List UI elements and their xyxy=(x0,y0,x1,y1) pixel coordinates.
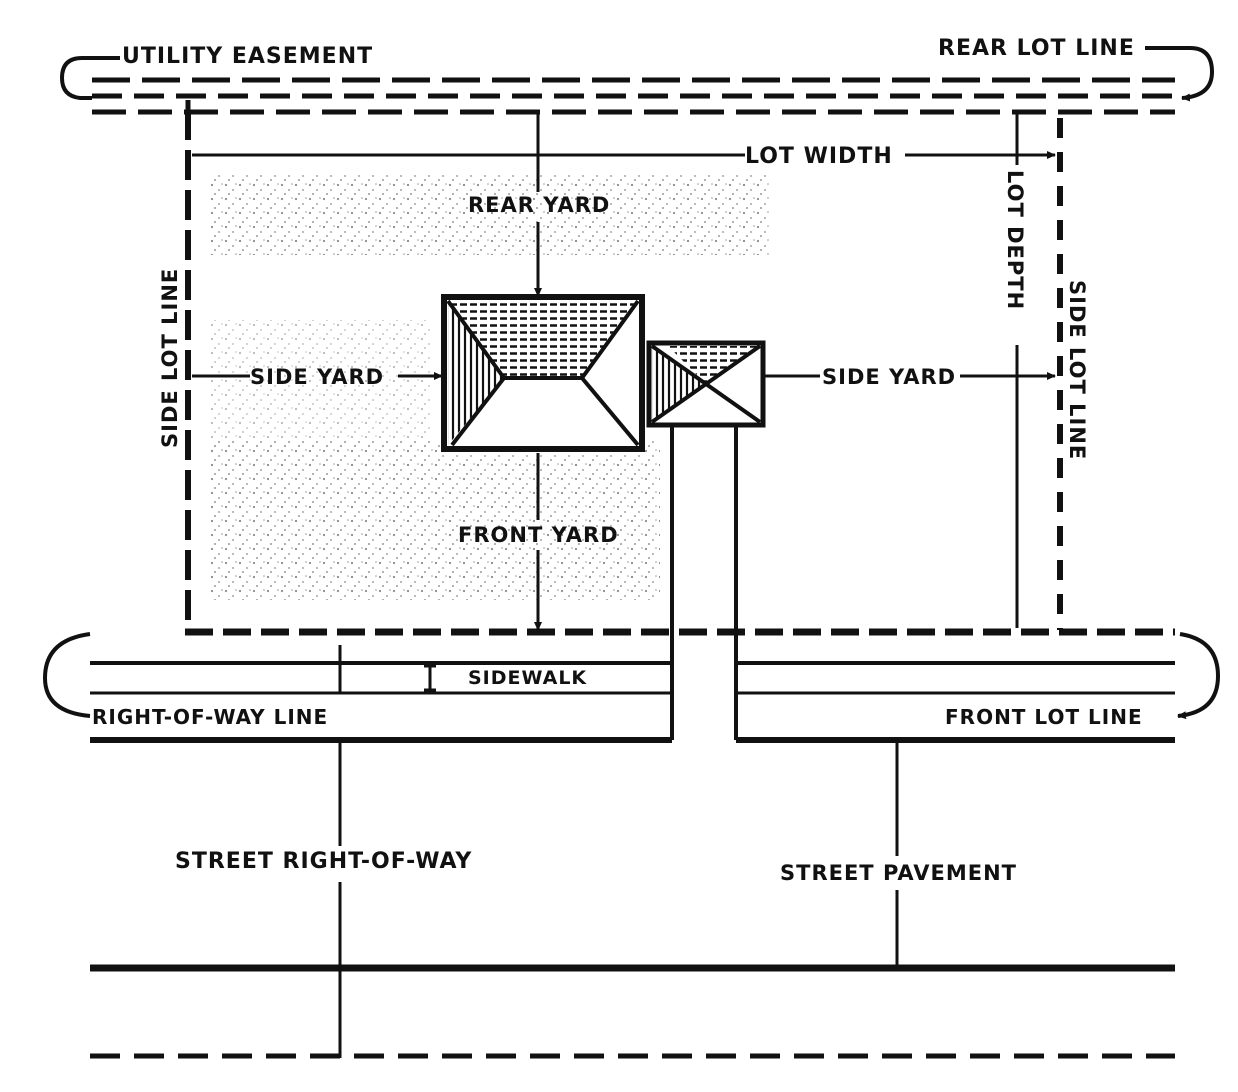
lot-depth-label: LOT DEPTH xyxy=(1003,170,1027,310)
rear-yard-label: REAR YARD xyxy=(468,193,610,217)
street-right-of-way-label: STREET RIGHT-OF-WAY xyxy=(175,849,472,874)
sidewalk-label: SIDEWALK xyxy=(468,667,587,689)
side-yard-right-label: SIDE YARD xyxy=(822,365,956,389)
street xyxy=(90,740,1175,1059)
right-of-way-line-label: RIGHT-OF-WAY LINE xyxy=(92,705,328,729)
sidewalk-band xyxy=(42,632,1221,743)
lot-boundary xyxy=(185,110,1175,636)
yard-stipple xyxy=(210,175,770,600)
rear-yard-stipple xyxy=(210,175,770,255)
lot-width-label: LOT WIDTH xyxy=(745,144,893,169)
front-yard-label: FRONT YARD xyxy=(458,523,619,547)
side-yard-left-label: SIDE YARD xyxy=(250,365,384,389)
front-yard-stipple xyxy=(210,440,660,600)
side-lot-line-right-label: SIDE LOT LINE xyxy=(1065,280,1089,460)
left-yard-stipple xyxy=(210,320,430,450)
diagram-labels: UTILITY EASEMENT REAR LOT LINE LOT WIDTH… xyxy=(92,36,1143,885)
front-lot-line-label: FRONT LOT LINE xyxy=(945,705,1143,729)
driveway xyxy=(670,425,738,740)
utility-easement-band xyxy=(59,46,1215,115)
rear-lot-line-label: REAR LOT LINE xyxy=(938,36,1135,61)
side-lot-line-left-label: SIDE LOT LINE xyxy=(158,268,182,448)
house-main xyxy=(441,294,645,452)
utility-easement-label: UTILITY EASEMENT xyxy=(122,44,373,69)
dimension-lines xyxy=(185,100,1056,631)
house-garage xyxy=(646,340,766,428)
street-pavement-label: STREET PAVEMENT xyxy=(780,861,1017,885)
